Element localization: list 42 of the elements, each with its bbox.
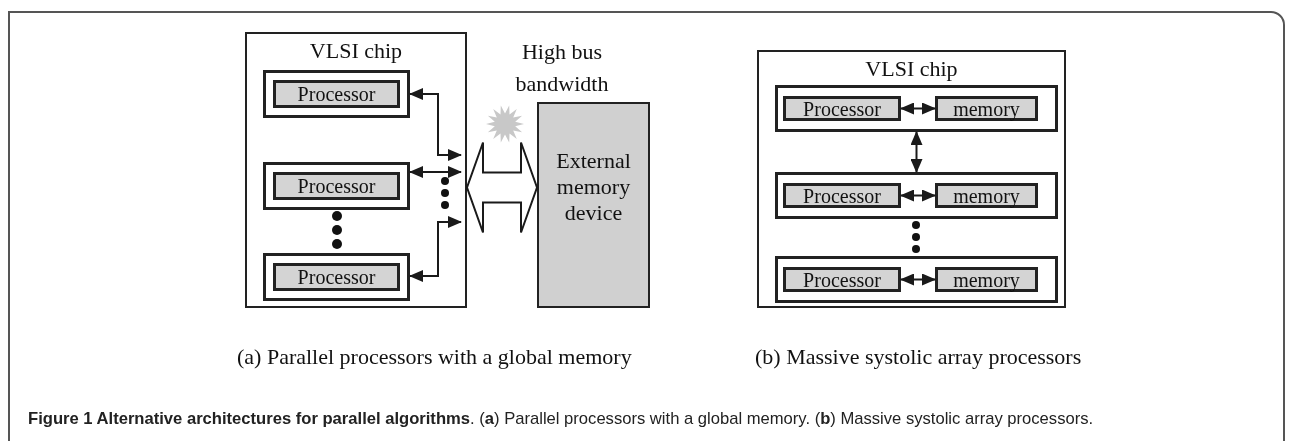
box-label: Processor bbox=[803, 185, 881, 206]
box-label: Processor bbox=[297, 84, 376, 104]
arrow bbox=[409, 166, 462, 178]
module-box bbox=[273, 172, 400, 200]
chip-box bbox=[757, 50, 1066, 308]
bus-bandwidth-label: High bus bandwidth bbox=[514, 38, 610, 98]
unit-box bbox=[775, 172, 1058, 219]
subfigure-caption: (b) Massive systolic array processors bbox=[755, 343, 1083, 371]
arrow bbox=[900, 102, 936, 115]
module-box bbox=[935, 267, 1038, 292]
unit-box bbox=[775, 256, 1058, 303]
module-box bbox=[935, 96, 1038, 121]
module-box bbox=[273, 263, 400, 291]
arrow bbox=[409, 216, 462, 282]
arrow bbox=[409, 88, 462, 161]
box-label: memory bbox=[953, 269, 1020, 290]
chip-title: VLSI chip bbox=[865, 56, 958, 82]
figure-caption: Figure 1 Alternative architectures for parallel algorithms. (a) Parallel processors with a global memory. (b) Massive systolic array processors. bbox=[28, 409, 1094, 429]
box-label: Processor bbox=[297, 267, 376, 287]
bus-arrow bbox=[465, 141, 539, 234]
box-label: memory bbox=[953, 98, 1020, 119]
arrow bbox=[900, 189, 936, 202]
subfigure-caption: (a) Parallel processors with a global memory bbox=[237, 343, 633, 371]
module-box bbox=[783, 96, 901, 121]
box-label: Processor bbox=[803, 98, 881, 119]
box-label: Processor bbox=[803, 269, 881, 290]
chip-title: VLSI chip bbox=[309, 38, 403, 64]
module-box bbox=[935, 183, 1038, 208]
module-box bbox=[783, 183, 901, 208]
module-box bbox=[273, 80, 400, 108]
memory-device-box bbox=[537, 102, 650, 308]
arrow bbox=[910, 131, 923, 173]
arrow bbox=[900, 273, 936, 286]
box-label: memory bbox=[953, 185, 1020, 206]
module-box bbox=[783, 267, 901, 292]
chip-box bbox=[245, 32, 467, 308]
unit-box bbox=[263, 253, 410, 301]
box-label: External memory device bbox=[555, 148, 632, 226]
unit-box bbox=[263, 70, 410, 118]
box-label: Processor bbox=[297, 176, 376, 196]
unit-box bbox=[263, 162, 410, 210]
unit-box bbox=[775, 85, 1058, 132]
